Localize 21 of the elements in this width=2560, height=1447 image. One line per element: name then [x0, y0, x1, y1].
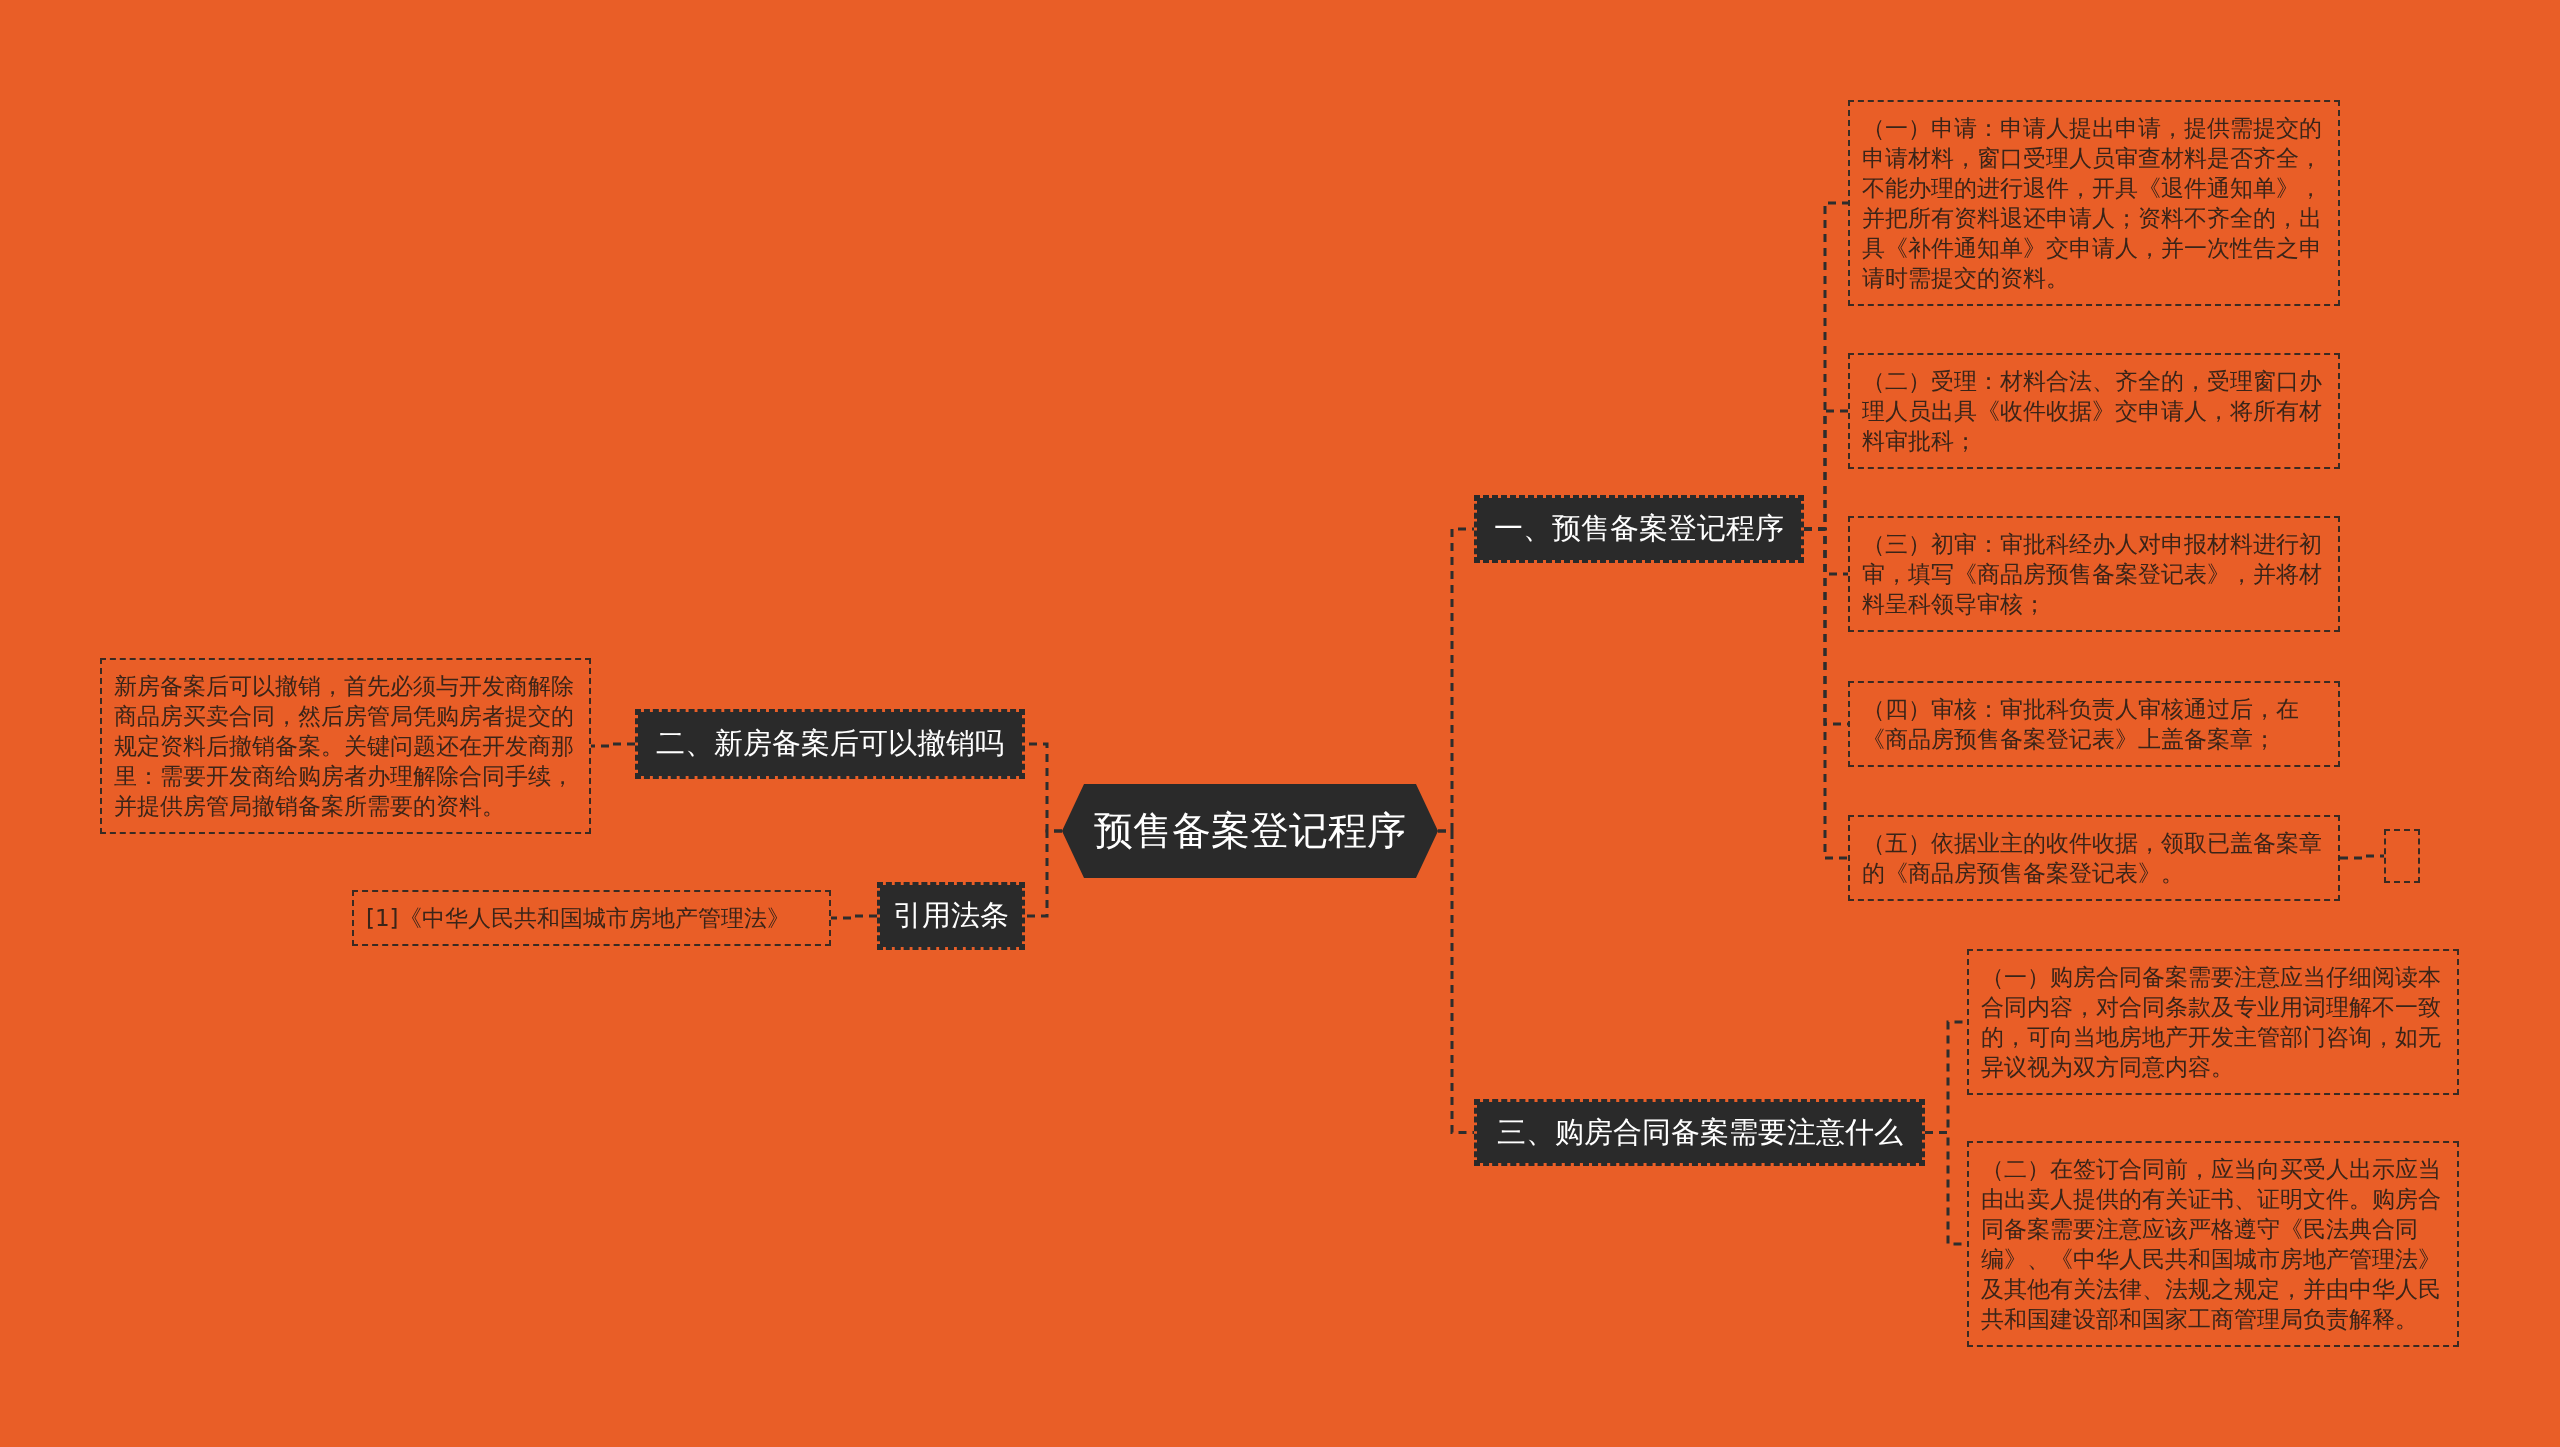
topic-hexagon: 预售备案登记程序: [1062, 784, 1438, 878]
note-box: （二）受理：材料合法、齐全的，受理窗口办理人员出具《收件收据》交申请人，将所有材料审批科；: [1848, 353, 2340, 469]
connector-line: [2340, 854, 2384, 860]
connector-line: [1025, 829, 1062, 918]
note-box: （四）审核：审批科负责人审核通过后，在《商品房预售备案登记表》上盖备案章；: [1848, 681, 2340, 767]
topic-box: 引用法条: [877, 882, 1025, 950]
note-box: （一）申请：申请人提出申请，提供需提交的申请材料，窗口受理人员审查材料是否齐全，不能办理的进行退件，开具《退件通知单》，并把所有资料退还申请人；资料不齐全的，出具《补件通知单》交申请人，并一次性告之申请时需提交的资料。: [1848, 100, 2340, 306]
connector-line: [831, 914, 877, 920]
note-box: （五）依据业主的收件收据，领取已盖备案章的《商品房预售备案登记表》。: [1848, 815, 2340, 901]
note-box: （二）在签订合同前，应当向买受人出示应当由出卖人提供的有关证书、证明文件。购房合同备案需要注意应该严格遵守《民法典合同编》、《中华人民共和国城市房地产管理法》及其他有关法律、法规之规定，并由中华人民共和国建设部和国家工商管理局负责解释。: [1967, 1141, 2459, 1347]
connector-line: [1438, 829, 1474, 1134]
note-box: （三）初审：审批科经办人对申报材料进行初审，填写《商品房预售备案登记表》，并将材料呈科领导审核；: [1848, 516, 2340, 632]
topic-box: 一、预售备案登记程序: [1474, 495, 1804, 563]
note-box: [1]《中华人民共和国城市房地产管理法》: [352, 890, 831, 946]
connector-line: [591, 742, 635, 748]
topic-box: 二、新房备案后可以撤销吗: [635, 709, 1025, 779]
note-box: （一）购房合同备案需要注意应当仔细阅读本合同内容，对合同条款及专业用词理解不一致的，可向当地房地产开发主管部门咨询，如无异议视为双方同意内容。: [1967, 949, 2459, 1095]
note-box: 新房备案后可以撤销，首先必须与开发商解除商品房买卖合同，然后房管局凭购房者提交的规定资料后撤销备案。关键问题还在开发商那里：需要开发商给购房者办理解除合同手续，并提供房管局撤销备案所需要的资料。: [100, 658, 591, 834]
empty-box: [2384, 829, 2420, 883]
topic-box: 三、购房合同备案需要注意什么: [1474, 1099, 1925, 1166]
connector-line: [1804, 527, 1848, 860]
